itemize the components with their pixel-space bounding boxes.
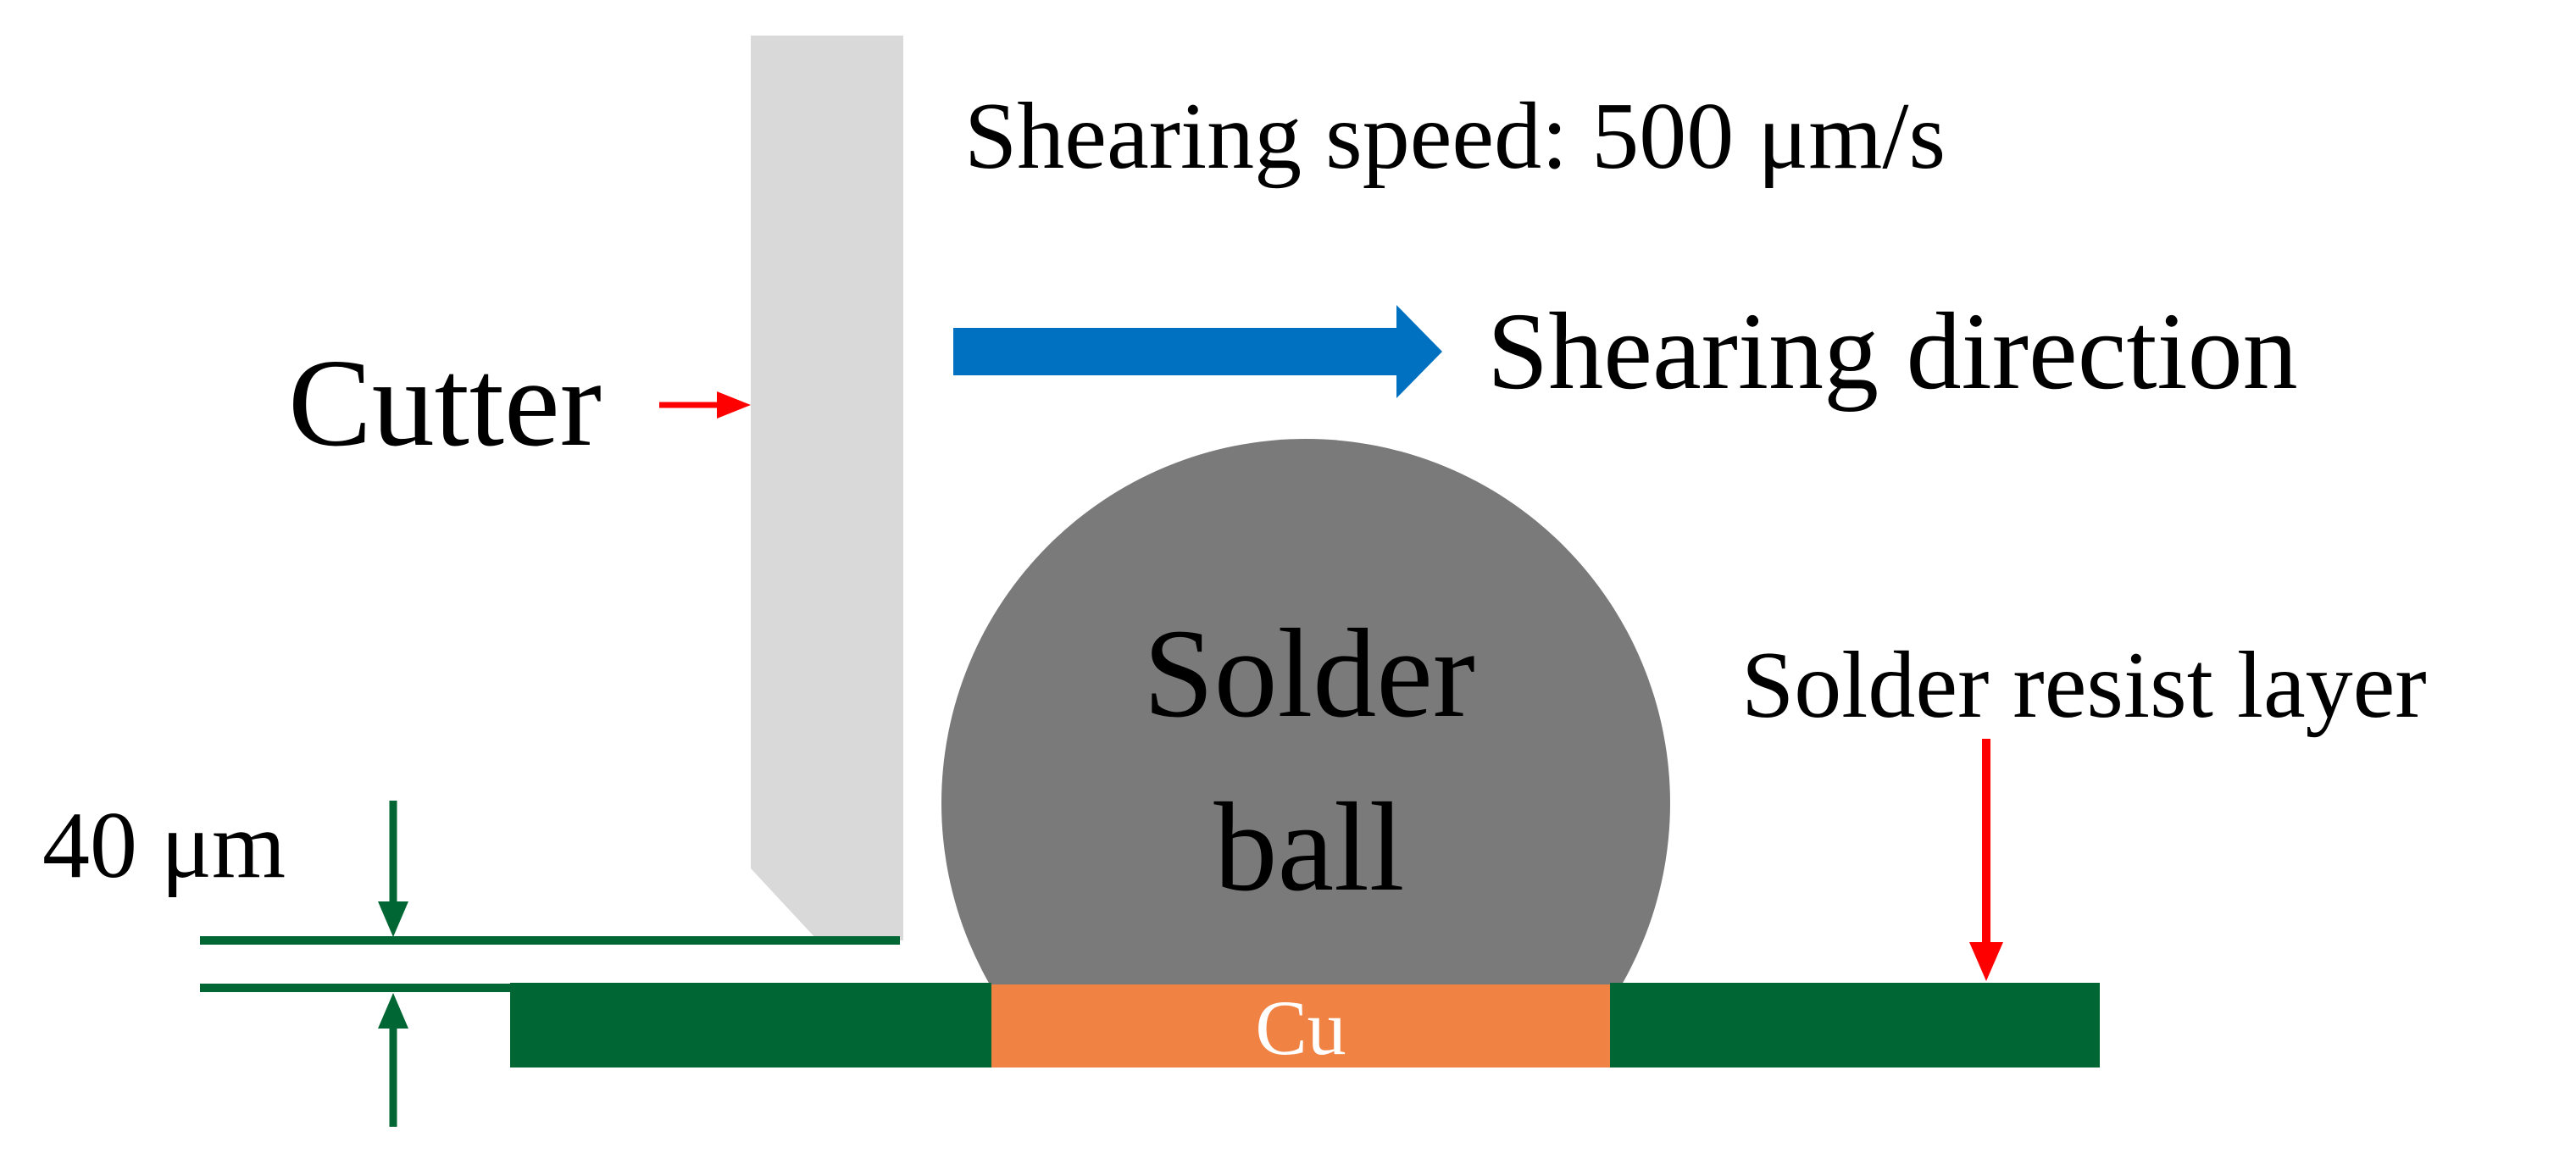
copper-pad (991, 984, 1610, 1068)
right-arrow-icon (717, 391, 751, 419)
cu-label: Cu (1255, 984, 1346, 1071)
solder-resist-layer-label: Solder resist layer (1741, 633, 2427, 738)
right-arrow-icon (953, 305, 1442, 398)
solder-ball (941, 439, 1670, 984)
solder-resist-layer-left (510, 983, 991, 1068)
height-label: 40 μm (42, 793, 286, 898)
shearing-direction-label: Shearing direction (1487, 291, 2298, 413)
up-arrow-icon (378, 993, 408, 1029)
solder-resist-layer-right (1610, 983, 2100, 1068)
down-arrow-icon (378, 901, 408, 937)
cutter-label: Cutter (288, 334, 602, 473)
solder-ball-label-line2: ball (1214, 777, 1405, 918)
shearing-speed-label: Shearing speed: 500 μm/s (964, 84, 1946, 189)
down-arrow-icon (1969, 942, 2003, 981)
solder-ball-label-line1: Solder (1143, 603, 1475, 744)
cutter-blade (751, 36, 903, 940)
